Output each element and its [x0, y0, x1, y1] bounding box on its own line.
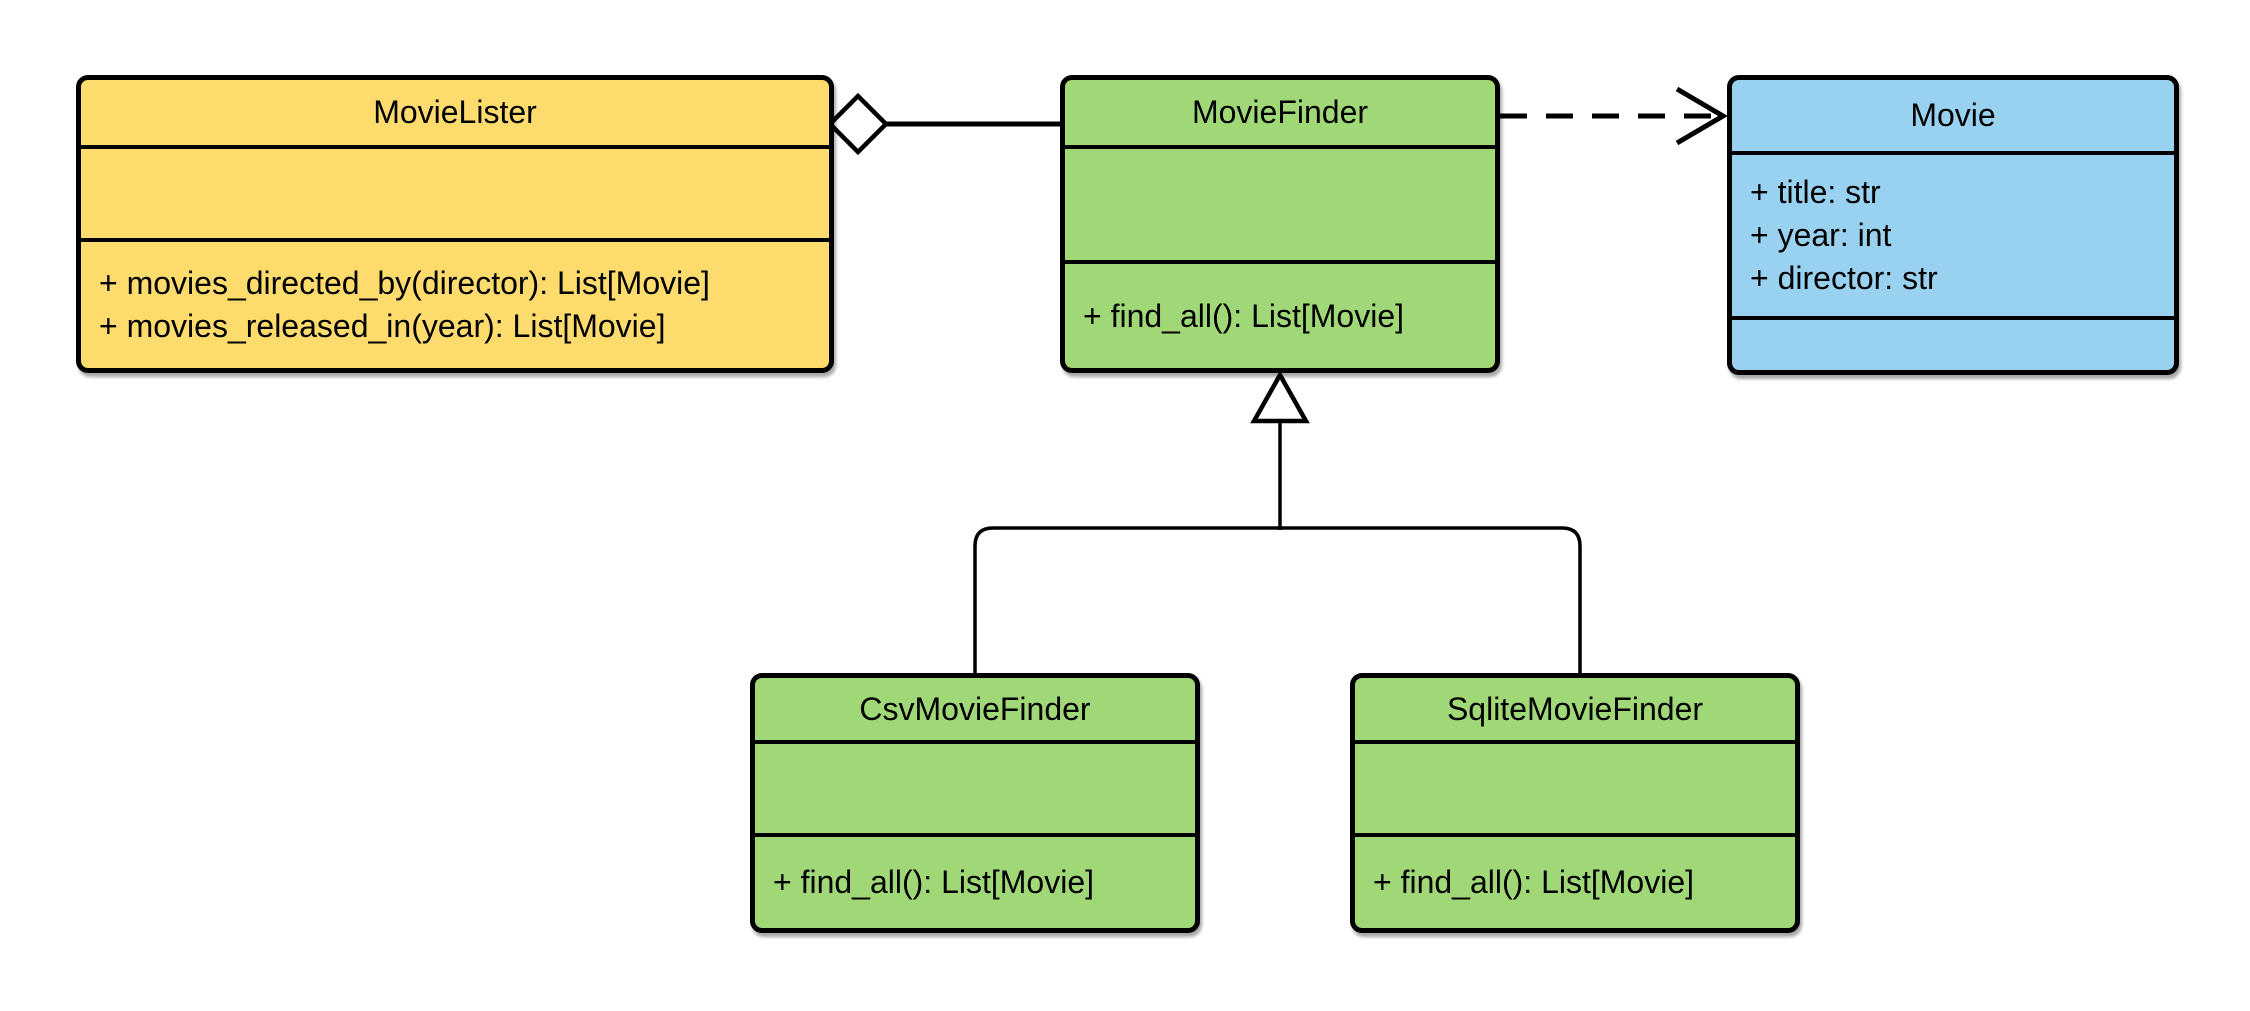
- method-label: + movies_released_in(year): List[Movie]: [99, 308, 666, 344]
- aggregation-diamond-icon: [826, 92, 890, 156]
- method-label: + find_all(): List[Movie]: [1373, 864, 1695, 900]
- method-label: + find_all(): List[Movie]: [773, 864, 1095, 900]
- class-movielister-attributes: [81, 145, 829, 238]
- method-label: + find_all(): List[Movie]: [1083, 297, 1405, 334]
- attribute-label: + title: str: [1750, 174, 1881, 210]
- generalization-branch: [973, 526, 1582, 678]
- class-moviefinder: MovieFinder + find_all(): List[Movie]: [1060, 75, 1500, 373]
- attribute-label: + director: str: [1750, 260, 1938, 296]
- class-movie-attributes: + title: str + year: int + director: str: [1732, 151, 2174, 316]
- class-sqlitemoviefinder-attributes: [1355, 740, 1795, 833]
- class-csvmoviefinder-attributes: [755, 740, 1195, 833]
- class-movie-name: Movie: [1910, 97, 1996, 133]
- class-movielister-name: MovieLister: [373, 94, 537, 130]
- class-movie: Movie + title: str + year: int + directo…: [1727, 75, 2179, 375]
- class-sqlitemoviefinder-methods: + find_all(): List[Movie]: [1355, 833, 1795, 928]
- class-csvmoviefinder: CsvMovieFinder + find_all(): List[Movie]: [750, 673, 1200, 933]
- attribute-label: + year: int: [1750, 217, 1892, 253]
- class-moviefinder-methods: + find_all(): List[Movie]: [1065, 260, 1495, 368]
- class-movie-methods: [1732, 316, 2174, 370]
- class-csvmoviefinder-methods: + find_all(): List[Movie]: [755, 833, 1195, 928]
- class-moviefinder-name: MovieFinder: [1191, 94, 1369, 130]
- generalization-triangle-icon: [1250, 370, 1310, 424]
- class-sqlitemoviefinder: SqliteMovieFinder + find_all(): List[Mov…: [1350, 673, 1800, 933]
- class-sqlitemoviefinder-name: SqliteMovieFinder: [1446, 690, 1704, 727]
- class-movielister-methods: + movies_directed_by(director): List[Mov…: [81, 238, 829, 368]
- method-label: + movies_directed_by(director): List[Mov…: [99, 265, 710, 301]
- class-moviefinder-attributes: [1065, 145, 1495, 260]
- class-movielister: MovieLister + movies_directed_by(directo…: [76, 75, 834, 373]
- dependency-arrowhead-icon: [1675, 86, 1728, 146]
- class-csvmoviefinder-name: CsvMovieFinder: [859, 690, 1091, 727]
